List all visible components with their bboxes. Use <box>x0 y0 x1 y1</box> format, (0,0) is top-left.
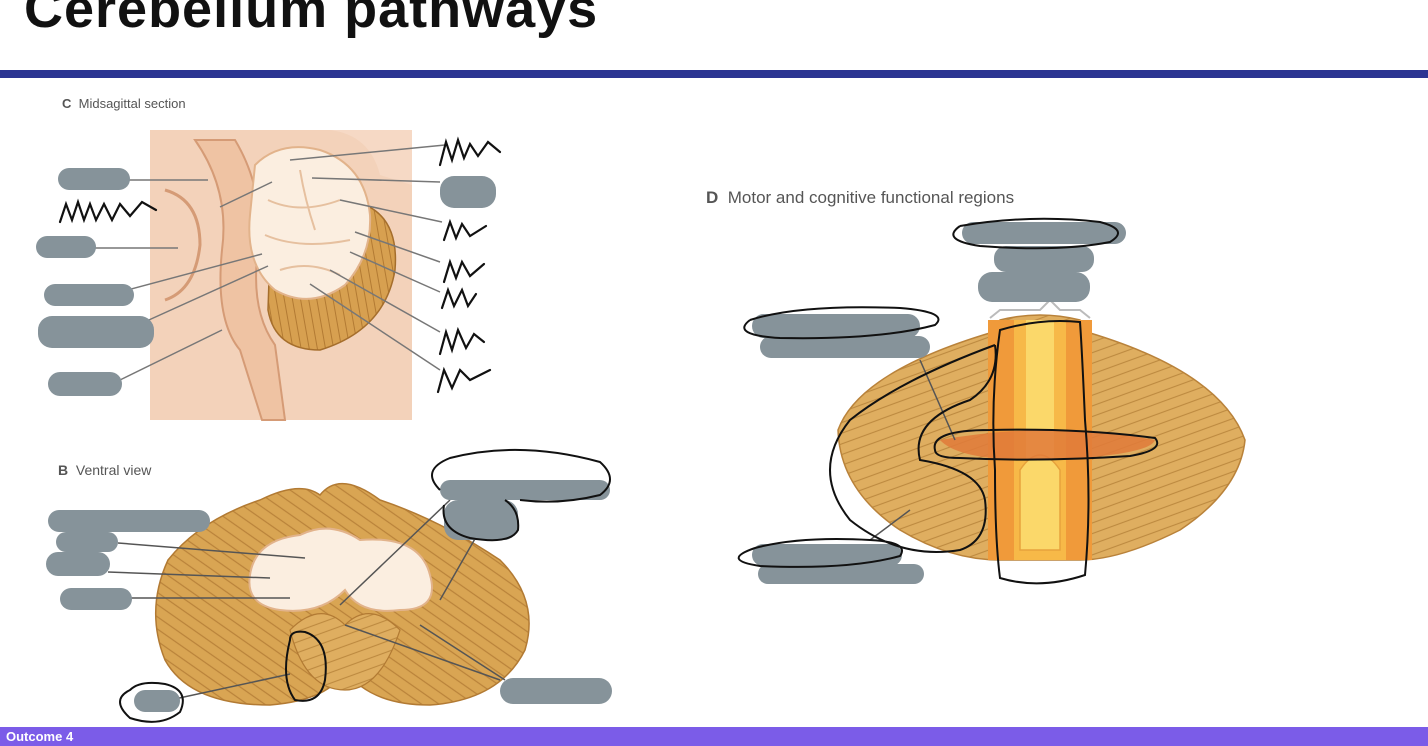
midsagittal-leaders <box>95 144 446 381</box>
cerebellar-peduncles <box>248 527 433 612</box>
redaction-mark <box>134 690 180 712</box>
midsagittal-scribbles <box>58 136 502 394</box>
ventral-leaders <box>107 499 506 701</box>
ventral-scribbles <box>119 448 611 723</box>
redaction-mark <box>500 678 612 704</box>
horizontal-outline <box>933 428 1159 461</box>
ventral-vermis <box>289 613 401 691</box>
circle-annotation <box>119 681 184 723</box>
nodulus <box>1019 454 1061 551</box>
redaction-mark <box>758 564 924 584</box>
redaction-mark <box>760 336 930 358</box>
footer-label: Outcome 4 <box>6 729 74 744</box>
circle-annotation <box>743 306 940 340</box>
scribble <box>442 218 488 242</box>
ventral-redactions <box>46 480 612 712</box>
midsagittal-figure <box>150 130 412 421</box>
circle-annotation <box>952 217 1119 250</box>
figure-b-text: Ventral view <box>75 462 152 478</box>
figure-d-letter: D <box>706 188 719 207</box>
circle-annotation <box>442 499 520 542</box>
redaction-mark <box>48 510 210 532</box>
redaction-mark <box>752 314 920 338</box>
redaction-mark <box>58 168 130 190</box>
redaction-mark <box>44 284 134 306</box>
scribble <box>58 198 158 224</box>
redaction-mark <box>994 246 1094 272</box>
slide-title: Cerebellum pathways <box>24 0 599 39</box>
scribble <box>438 136 502 167</box>
redaction-mark <box>444 500 518 540</box>
arbor-branches <box>264 169 351 276</box>
figure-c-letter: C <box>62 96 72 111</box>
circle-annotation <box>737 538 903 568</box>
redaction-mark <box>752 544 902 566</box>
ventral-figure <box>154 482 530 706</box>
circle-annotation <box>285 630 327 702</box>
redaction-mark <box>440 176 496 208</box>
redaction-mark <box>56 532 118 552</box>
functional-redactions <box>752 222 1126 584</box>
redaction-mark <box>60 588 132 610</box>
redaction-mark <box>440 480 610 500</box>
redaction-mark <box>38 316 154 348</box>
figure-b-caption: B Ventral view <box>58 462 151 478</box>
scribble <box>436 366 492 394</box>
arbor-vitae <box>248 146 372 300</box>
cerebellum-ventral <box>154 482 530 706</box>
figure-c-caption: C Midsagittal section <box>62 96 186 111</box>
hemisphere-outline <box>829 344 997 553</box>
functional-scribbles <box>737 217 1159 585</box>
figure-d-caption: D Motor and cognitive functional regions <box>706 188 1014 208</box>
footer-bar: Outcome 4 <box>0 727 1428 746</box>
redaction-mark <box>48 372 122 396</box>
pons-outline <box>164 188 202 302</box>
redaction-mark <box>46 552 110 576</box>
functional-figure <box>837 298 1246 561</box>
figure-b-letter: B <box>58 462 69 478</box>
vermis-outline <box>992 320 1090 585</box>
figure-d-text: Motor and cognitive functional regions <box>727 188 1015 207</box>
redaction-mark <box>962 222 1126 244</box>
redaction-mark <box>36 236 96 258</box>
midsagittal-redactions-left <box>36 168 154 396</box>
title-rule <box>0 70 1428 78</box>
scribble <box>440 286 478 310</box>
circle-annotation <box>431 448 611 503</box>
figure-c-text: Midsagittal section <box>78 96 186 111</box>
scribble <box>442 258 486 284</box>
redaction-mark <box>978 272 1090 302</box>
scribble <box>438 326 486 356</box>
